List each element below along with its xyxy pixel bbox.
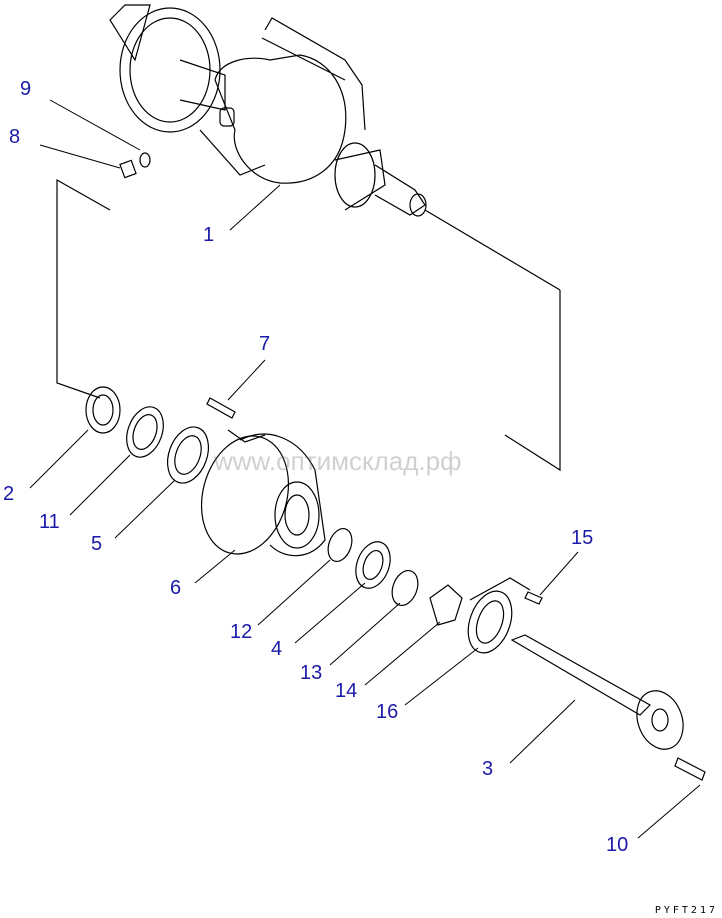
assembly-bracket-lines bbox=[56, 178, 561, 601]
callout-4: 4 bbox=[271, 638, 283, 660]
ring-12 bbox=[327, 527, 353, 563]
callout-2: 2 bbox=[3, 483, 15, 505]
callout-11: 11 bbox=[39, 511, 60, 533]
washer-13 bbox=[391, 569, 419, 607]
bolt-15 bbox=[524, 591, 543, 605]
leader-lines bbox=[29, 99, 701, 839]
hub-drum-6 bbox=[200, 433, 326, 557]
callout-14: 14 bbox=[335, 680, 358, 702]
axle-housing-drawing bbox=[109, 4, 561, 291]
seal-2 bbox=[85, 386, 121, 434]
ring-11 bbox=[126, 406, 164, 458]
callout-3: 3 bbox=[482, 758, 494, 780]
callout-10: 10 bbox=[606, 834, 629, 856]
bolt-7 bbox=[206, 397, 236, 419]
watermark: www.оптимсклад.рф bbox=[214, 446, 462, 476]
bearing-5 bbox=[166, 426, 210, 484]
figure-code: PYFT217 bbox=[654, 905, 718, 916]
gasket-16 bbox=[467, 590, 513, 654]
callout-16: 16 bbox=[376, 701, 399, 723]
axle-shaft-3 bbox=[510, 634, 684, 750]
bearing-4 bbox=[355, 541, 391, 589]
washer-9 bbox=[139, 152, 151, 168]
callout-12: 12 bbox=[230, 621, 253, 643]
callout-13: 13 bbox=[300, 662, 323, 684]
callout-8: 8 bbox=[9, 126, 21, 148]
bolt-8 bbox=[119, 159, 137, 179]
callout-7: 7 bbox=[259, 333, 271, 355]
bolt-10 bbox=[674, 757, 706, 781]
callout-5: 5 bbox=[91, 533, 103, 555]
nut-14 bbox=[429, 584, 463, 626]
callout-1: 1 bbox=[203, 224, 215, 246]
callout-9: 9 bbox=[20, 78, 32, 100]
callout-15: 15 bbox=[571, 527, 594, 549]
callout-6: 6 bbox=[170, 577, 182, 599]
